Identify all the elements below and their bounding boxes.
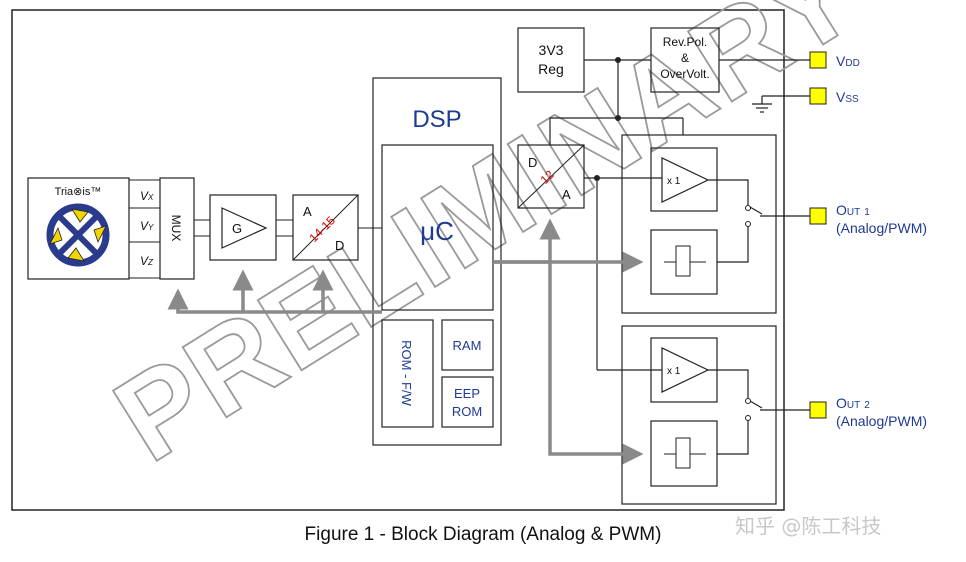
- mux-label: MUX: [169, 215, 183, 242]
- vss-pin: [809, 87, 827, 105]
- gain-amplifier: G: [209, 194, 277, 261]
- mux-block: MUX: [159, 177, 195, 280]
- adc-a-label: A: [303, 204, 312, 219]
- figure-caption: Figure 1 - Block Diagram (Analog & PWM): [304, 524, 662, 545]
- prot-label-2: &: [681, 51, 689, 65]
- uc-label: μC: [420, 216, 454, 246]
- vdd-label: VDD: [836, 53, 860, 69]
- pwm-block-1: [650, 229, 718, 295]
- eep-label: EEP: [454, 386, 480, 401]
- regulator-block: 3V3 Reg: [517, 27, 585, 93]
- axis-signal-boxes: VX VY VZ: [128, 179, 161, 279]
- out2-mode-label: (Analog/PWM): [836, 413, 927, 429]
- vz-label: VZ: [140, 254, 154, 268]
- dac-a-label: A: [562, 187, 571, 202]
- adc-d-label: D: [335, 238, 344, 253]
- ram-block: [441, 319, 494, 371]
- triaxis-sensor: Tria⊗is™: [27, 177, 130, 280]
- control-arrows: [167, 269, 382, 314]
- uc-block: [381, 144, 494, 311]
- reg-label: Reg: [538, 61, 564, 77]
- out1-pin: [809, 207, 827, 225]
- preliminary-watermark: PRELIMINARY: [92, 0, 881, 488]
- signal-wiring: [584, 177, 810, 455]
- pwm-block-2: [650, 420, 718, 487]
- switch-1-contact: [745, 205, 751, 211]
- source-credit: 知乎 @陈工科技: [735, 514, 882, 538]
- switch-2-contact: [745, 398, 751, 404]
- rom-label: ROM - F/W: [399, 340, 414, 406]
- dsp-output-arrows: [493, 218, 644, 465]
- dac-d-label: D: [528, 155, 537, 170]
- sensor-label: Tria⊗is™: [55, 186, 102, 198]
- buffer-1-label: x 1: [667, 176, 681, 187]
- reg-3v3-label: 3V3: [539, 42, 564, 58]
- chip-outline: [11, 9, 785, 511]
- vdd-pin: [809, 51, 827, 69]
- sensor-arrow-icon: [49, 226, 63, 245]
- vss-label: VSS: [836, 89, 859, 105]
- svg-text:PRELIMINARY: PRELIMINARY: [93, 0, 880, 487]
- supply-wiring: [549, 59, 810, 145]
- output-channel-1: [621, 134, 777, 314]
- amp-label: G: [232, 221, 242, 236]
- out2-pin: [809, 401, 827, 419]
- out1-mode-label: (Analog/PWM): [836, 220, 927, 236]
- rom-block: [381, 319, 434, 428]
- eep-rom-label: ROM: [452, 404, 482, 419]
- vx-label: VX: [140, 189, 154, 203]
- dsp-label: DSP: [412, 106, 461, 133]
- pins: [809, 51, 827, 419]
- dsp-block: DSP μC ROM - F/W RAM EEP ROM: [372, 77, 502, 446]
- eeprom-block: [441, 376, 494, 428]
- buffer-2-label: x 1: [667, 366, 681, 377]
- vy-label: VY: [140, 219, 154, 233]
- ram-label: RAM: [453, 338, 482, 353]
- prot-label-3: OverVolt.: [660, 67, 709, 81]
- prot-label-1: Rev.Pol.: [663, 35, 707, 49]
- output-channel-2: [621, 325, 777, 505]
